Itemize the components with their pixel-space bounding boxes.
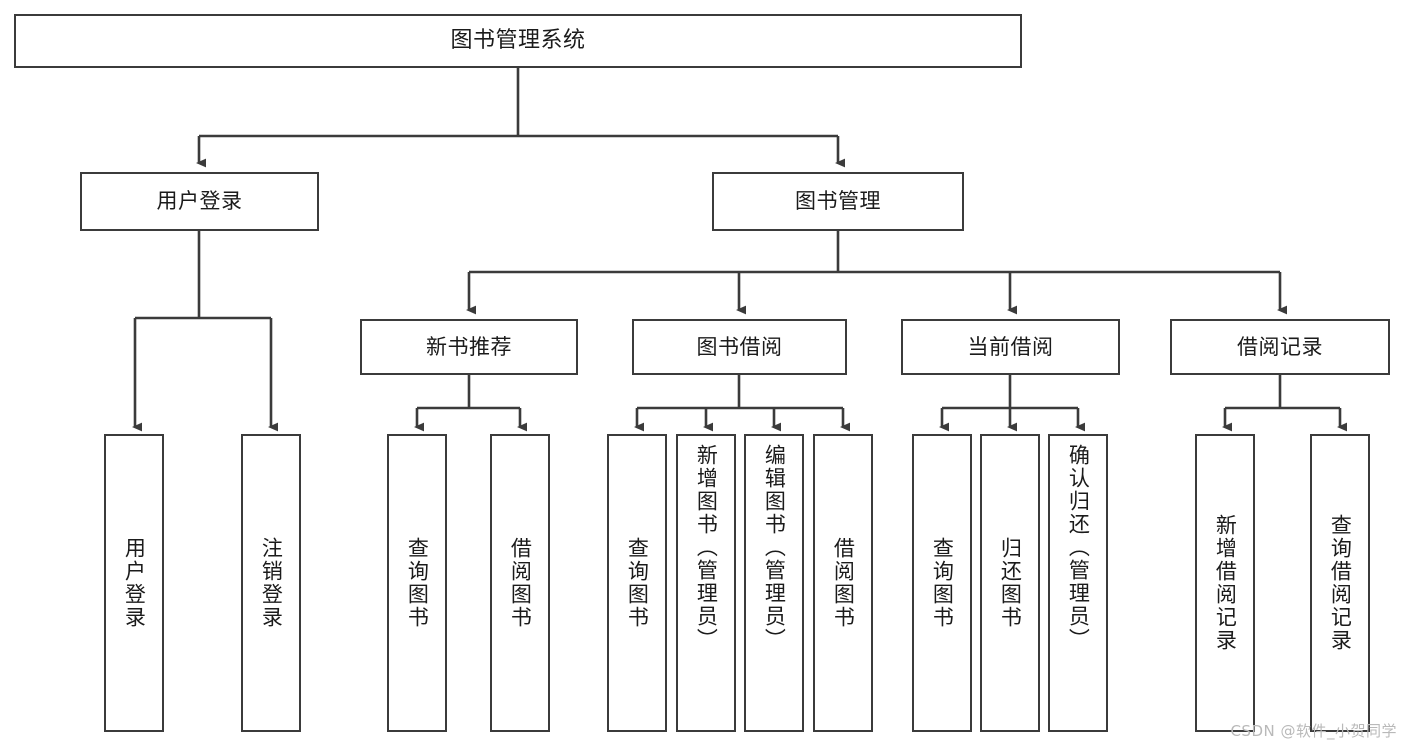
leaf-book-borrow-4[interactable]: 借阅图书 — [813, 434, 873, 732]
leaf-book-borrow-3-label: 编辑图书（管理员） — [762, 444, 787, 651]
node-book-manage[interactable]: 图书管理 — [712, 172, 964, 231]
leaf-book-borrow-3[interactable]: 编辑图书（管理员） — [744, 434, 804, 732]
leaf-new-book-1[interactable]: 查询图书 — [387, 434, 447, 732]
watermark-text: CSDN @软件_小贺同学 — [1230, 722, 1397, 740]
node-current-borrow[interactable]: 当前借阅 — [901, 319, 1120, 375]
node-book-borrow[interactable]: 图书借阅 — [632, 319, 847, 375]
leaf-current-borrow-1-label: 查询图书 — [930, 537, 955, 629]
leaf-borrow-record-1[interactable]: 新增借阅记录 — [1195, 434, 1255, 732]
leaf-current-borrow-3-label: 确认归还（管理员） — [1066, 444, 1091, 651]
node-root-label: 图书管理系统 — [450, 28, 586, 54]
leaf-borrow-record-2[interactable]: 查询借阅记录 — [1310, 434, 1370, 732]
leaf-book-borrow-1-label: 查询图书 — [625, 537, 650, 629]
node-borrow-record[interactable]: 借阅记录 — [1170, 319, 1390, 375]
node-user-login[interactable]: 用户登录 — [80, 172, 319, 231]
node-book-manage-label: 图书管理 — [795, 189, 881, 214]
node-current-borrow-label: 当前借阅 — [967, 334, 1054, 359]
node-book-borrow-label: 图书借阅 — [696, 334, 783, 359]
leaf-new-book-2-label: 借阅图书 — [508, 537, 533, 629]
node-new-book-recommend-label: 新书推荐 — [426, 334, 512, 359]
leaf-current-borrow-2-label: 归还图书 — [998, 537, 1023, 629]
leaf-book-borrow-2[interactable]: 新增图书（管理员） — [676, 434, 736, 732]
leaf-book-borrow-4-label: 借阅图书 — [831, 537, 856, 629]
leaf-book-borrow-1[interactable]: 查询图书 — [607, 434, 667, 732]
leaf-user-login-1[interactable]: 用户登录 — [104, 434, 164, 732]
leaf-user-login-1-label: 用户登录 — [122, 537, 147, 629]
node-user-login-label: 用户登录 — [156, 189, 243, 214]
node-new-book-recommend[interactable]: 新书推荐 — [360, 319, 578, 375]
leaf-user-login-2-label: 注销登录 — [259, 537, 284, 629]
leaf-current-borrow-1[interactable]: 查询图书 — [912, 434, 972, 732]
leaf-borrow-record-1-label: 新增借阅记录 — [1213, 514, 1238, 652]
leaf-user-login-2[interactable]: 注销登录 — [241, 434, 301, 732]
node-borrow-record-label: 借阅记录 — [1237, 334, 1323, 359]
leaf-new-book-2[interactable]: 借阅图书 — [490, 434, 550, 732]
leaf-current-borrow-2[interactable]: 归还图书 — [980, 434, 1040, 732]
leaf-current-borrow-3[interactable]: 确认归还（管理员） — [1048, 434, 1108, 732]
leaf-borrow-record-2-label: 查询借阅记录 — [1328, 514, 1353, 652]
leaf-new-book-1-label: 查询图书 — [405, 537, 430, 629]
node-root[interactable]: 图书管理系统 — [14, 14, 1022, 68]
leaf-book-borrow-2-label: 新增图书（管理员） — [694, 444, 719, 651]
